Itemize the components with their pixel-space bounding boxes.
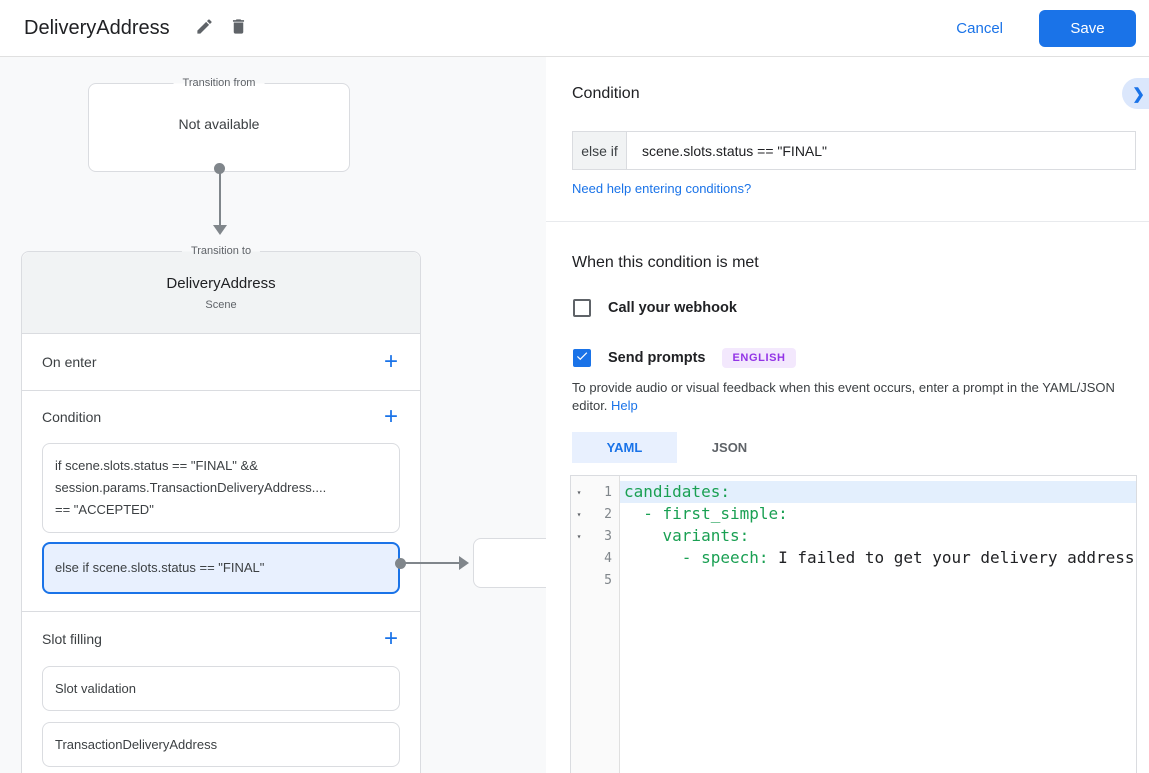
- add-slot-button[interactable]: +: [383, 625, 398, 652]
- editor-gutter: ▾ 1 ▾ 2 ▾ 3 4 5: [571, 476, 620, 773]
- fold-icon[interactable]: ▾: [576, 487, 582, 497]
- editor-code-area[interactable]: candidates: - first_simple: variants: - …: [620, 476, 1136, 773]
- code-line: variants:: [624, 526, 750, 545]
- pencil-icon: [195, 17, 214, 39]
- add-on-enter-button[interactable]: +: [383, 348, 398, 375]
- save-button[interactable]: Save: [1039, 9, 1136, 47]
- add-condition-button[interactable]: +: [383, 403, 398, 430]
- prompt-description: To provide audio or visual feedback when…: [572, 379, 1134, 414]
- webhook-row: Call your webhook: [573, 299, 737, 317]
- condition-item-elseif[interactable]: else if scene.slots.status == "FINAL": [42, 542, 400, 594]
- fold-icon[interactable]: ▾: [576, 531, 582, 541]
- scene-name: DeliveryAddress: [166, 275, 276, 292]
- send-prompts-checkbox[interactable]: [573, 349, 591, 367]
- on-enter-label: On enter: [42, 354, 97, 370]
- transition-from-content: Not available: [178, 116, 260, 132]
- slot-filling-section: Slot filling + Slot validation Transacti…: [22, 612, 420, 767]
- tab-json[interactable]: JSON: [677, 432, 782, 463]
- condition-line: else if scene.slots.status == "FINAL": [55, 560, 265, 575]
- condition-item-if[interactable]: if scene.slots.status == "FINAL" && sess…: [42, 443, 400, 533]
- line-number: 3: [604, 528, 612, 544]
- condition-section: Condition + if scene.slots.status == "FI…: [22, 391, 420, 612]
- connector-line: [219, 172, 221, 226]
- fold-icon[interactable]: ▾: [576, 509, 582, 519]
- prompt-help-link[interactable]: Help: [611, 397, 638, 413]
- condition-line: session.params.TransactionDeliveryAddres…: [55, 480, 327, 495]
- cancel-button[interactable]: Cancel: [956, 19, 1003, 37]
- condition-line: == "ACCEPTED": [55, 502, 154, 517]
- condition-expression-input[interactable]: [627, 132, 1135, 169]
- delete-scene-button[interactable]: [222, 11, 256, 45]
- transition-target-box: [473, 538, 546, 588]
- code-line: - speech: I failed to get your delivery …: [624, 548, 1135, 567]
- transition-to-legend: Transition to: [181, 244, 261, 259]
- send-prompts-label: Send prompts: [608, 350, 706, 366]
- connector-dot: [214, 163, 225, 174]
- code-line: candidates:: [620, 481, 1136, 503]
- transition-from-legend: Transition from: [173, 76, 265, 91]
- prompts-row: Send prompts ENGLISH: [573, 348, 796, 368]
- checkmark-icon: [575, 349, 589, 368]
- page-title: DeliveryAddress: [24, 16, 170, 39]
- prompt-description-text: To provide audio or visual feedback when…: [572, 380, 1115, 413]
- connector-line: [404, 562, 462, 564]
- tab-yaml[interactable]: YAML: [572, 432, 677, 463]
- transition-to-card: Transition to DeliveryAddress Scene On e…: [21, 244, 421, 773]
- line-number: 2: [604, 506, 612, 522]
- line-number: 5: [604, 572, 612, 588]
- condition-label: Condition: [42, 409, 102, 425]
- language-badge: ENGLISH: [722, 348, 796, 368]
- slot-item-validation[interactable]: Slot validation: [42, 666, 400, 711]
- slot-item-transaction[interactable]: TransactionDeliveryAddress: [42, 722, 400, 767]
- yaml-code-editor[interactable]: ▾ 1 ▾ 2 ▾ 3 4 5 candidates: - first_simple:…: [570, 475, 1137, 773]
- flow-canvas: Transition from Not available Transition…: [0, 57, 546, 773]
- main-area: Transition from Not available Transition…: [0, 57, 1149, 773]
- transition-from-box: Transition from Not available: [88, 76, 350, 172]
- on-enter-section: On enter +: [22, 334, 420, 391]
- arrow-right-icon: [459, 556, 469, 570]
- condition-detail-panel: ❯ Condition else if Need help entering c…: [546, 57, 1149, 773]
- line-number: 4: [604, 550, 612, 566]
- scene-card-header: DeliveryAddress Scene: [22, 252, 420, 334]
- call-webhook-label: Call your webhook: [608, 300, 737, 316]
- condition-prefix: else if: [573, 132, 627, 169]
- arrow-down-icon: [213, 225, 227, 235]
- divider: [546, 221, 1149, 222]
- condition-line: if scene.slots.status == "FINAL" &&: [55, 458, 258, 473]
- collapse-panel-button[interactable]: ❯: [1122, 78, 1149, 109]
- editor-format-tabs: YAML JSON: [572, 432, 782, 463]
- line-number: 1: [604, 484, 612, 500]
- scene-type-label: Scene: [205, 299, 237, 311]
- call-webhook-checkbox[interactable]: [573, 299, 591, 317]
- when-condition-met-title: When this condition is met: [572, 254, 759, 271]
- conditions-help-link[interactable]: Need help entering conditions?: [572, 181, 752, 196]
- slot-filling-label: Slot filling: [42, 631, 102, 647]
- trash-icon: [229, 17, 248, 39]
- condition-expression-row: else if: [572, 131, 1136, 170]
- chevron-right-icon: ❯: [1132, 85, 1145, 103]
- top-header: DeliveryAddress Cancel Save: [0, 0, 1149, 57]
- code-line: [620, 569, 1136, 591]
- edit-title-button[interactable]: [188, 11, 222, 45]
- panel-title: Condition: [572, 85, 640, 102]
- code-line: - first_simple:: [624, 504, 788, 523]
- connector-dot: [395, 558, 406, 569]
